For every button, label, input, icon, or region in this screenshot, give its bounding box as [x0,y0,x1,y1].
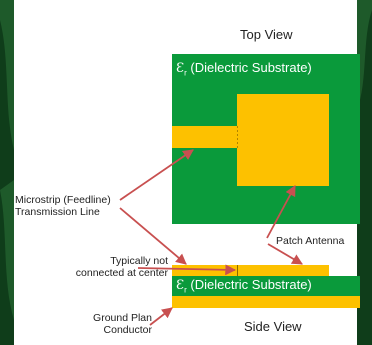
background-leaf-right [357,0,372,110]
top-view-title: Top View [240,27,293,42]
side-feed-copper [172,265,237,276]
side-substrate-label: Ɛr (Dielectric Substrate) [176,277,312,295]
microstrip-arrow-side [119,207,187,265]
ground-plane-label: Ground Plan Conductor [93,312,152,337]
substrate-text-side: (Dielectric Substrate) [186,277,312,292]
epsilon-subscript-side: r [184,285,187,295]
side-patch-copper [237,265,329,276]
side-view-title: Side View [244,319,302,334]
ground-arrow [149,307,173,326]
epsilon-subscript-top: r [184,68,187,78]
substrate-text-top: (Dielectric Substrate) [186,60,312,75]
microstrip-label: Microstrip (Feedline) Transmission Line [15,194,111,219]
top-substrate-label: Ɛr (Dielectric Substrate) [176,60,312,78]
patch-arrow-top [266,185,296,239]
side-substrate [172,276,360,296]
not-connected-arrow [137,264,237,276]
background-leaf-left-2 [0,180,14,320]
top-feedline [172,126,239,148]
epsilon-symbol-top: Ɛ [176,61,185,76]
epsilon-symbol-side: Ɛ [176,278,185,293]
top-patch [237,94,329,186]
microstrip-arrow-top [119,149,194,201]
patch-arrow-side [267,243,303,265]
side-ground-plane [172,296,360,308]
patch-antenna-label: Patch Antenna [276,235,345,247]
background-leaf-left [0,0,14,150]
not-connected-label: Typically not connected at center [75,255,168,280]
